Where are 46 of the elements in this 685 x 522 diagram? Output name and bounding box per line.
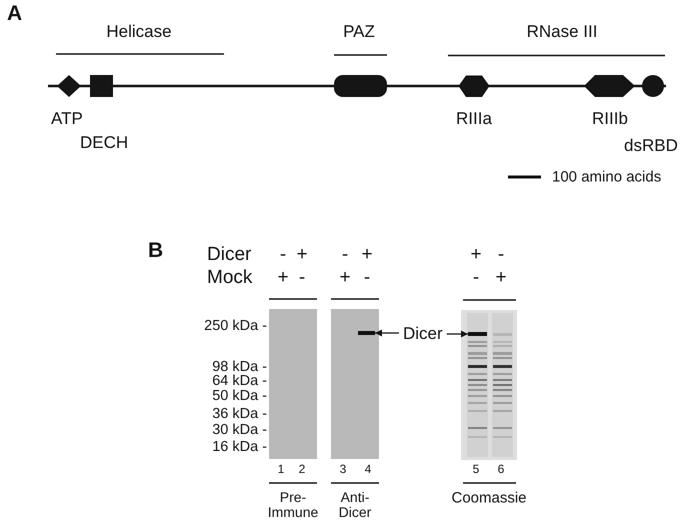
- molecular-weight-marker: 30 kDa -: [212, 423, 267, 437]
- arrow: [446, 330, 468, 338]
- lane-sign: -: [472, 267, 480, 289]
- lane-sign: -: [498, 244, 504, 266]
- lane-sign: +: [339, 267, 351, 289]
- motif-label: DECH: [80, 133, 128, 153]
- lane-number: 4: [364, 463, 372, 477]
- molecular-weight-marker: 36 kDa -: [212, 407, 267, 421]
- domain-label: Helicase: [106, 22, 172, 42]
- lane-group-label: Anti- Dicer: [338, 490, 372, 520]
- molecular-weight-marker: 64 kDa -: [212, 374, 267, 388]
- protein-band: [468, 332, 487, 336]
- row-label: Mock: [207, 267, 252, 289]
- lane-sign: +: [470, 244, 482, 266]
- callout-label: Dicer: [399, 324, 447, 344]
- molecular-weight-marker: 98 kDa -: [212, 360, 267, 374]
- protein-band: [358, 331, 375, 335]
- molecular-weight-marker: 250 kDa -: [204, 319, 267, 333]
- lane-sign: +: [495, 267, 507, 289]
- motif-label: RIIIa: [456, 109, 492, 129]
- lane-sign: -: [298, 267, 306, 289]
- domain-label: PAZ: [343, 22, 375, 42]
- row-label: Dicer: [207, 244, 252, 266]
- molecular-weight-marker: 16 kDa -: [212, 440, 267, 454]
- lane-sign: +: [361, 244, 373, 266]
- domain-label: RNase III: [526, 22, 598, 42]
- arrow: [375, 330, 399, 336]
- lane-number: 5: [472, 463, 480, 477]
- lane-number: 1: [278, 463, 284, 477]
- lane-sign: -: [280, 244, 286, 266]
- lane-sign: +: [277, 267, 289, 289]
- lane-number: 3: [340, 463, 346, 477]
- motif-label: ATP: [51, 109, 83, 129]
- molecular-weight-marker: 50 kDa -: [212, 389, 267, 403]
- lane-number: 2: [298, 463, 306, 477]
- lane-group-label: Coomassie: [451, 489, 527, 507]
- lane-sign: -: [364, 267, 370, 289]
- panel-letter: B: [148, 238, 164, 264]
- panel-letter: A: [7, 2, 22, 26]
- lane-sign: +: [296, 244, 308, 266]
- scale-bar-label: 100 amino acids: [552, 168, 662, 186]
- motif-label: RIIIb: [592, 109, 628, 129]
- lane-group-label: Pre- Immune: [266, 490, 320, 520]
- lane-number: 6: [498, 463, 504, 477]
- lane-sign: -: [342, 244, 348, 266]
- motif-label: dsRBD: [624, 136, 678, 156]
